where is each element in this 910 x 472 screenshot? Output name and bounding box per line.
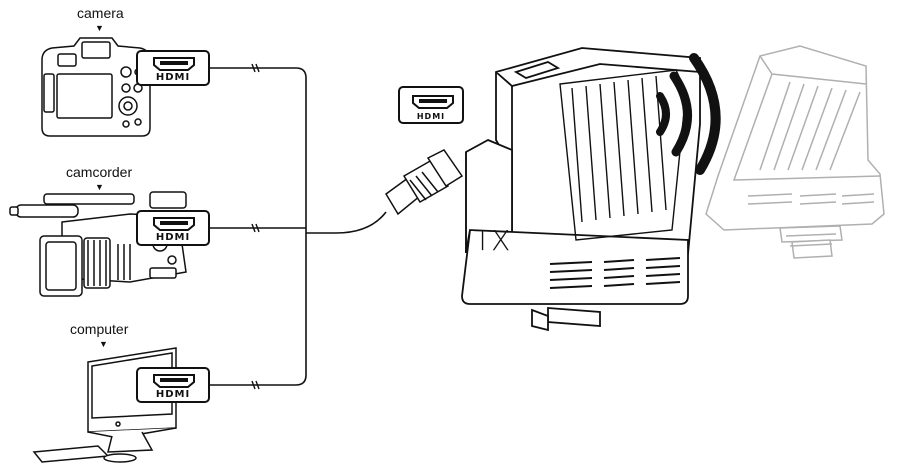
wireless-signal-icon [656,53,721,175]
main-cable [306,211,387,234]
hdmi-port-shape [153,374,195,388]
computer-label: computer [70,321,129,337]
computer-cable [210,233,307,386]
transmitter-label: TX [474,224,511,257]
camcorder-label: camcorder [66,164,133,180]
hdmi-logo-text: HDMI [155,389,191,400]
hdmi-logo-text: HDMI [155,232,191,243]
hdmi-port-shape [153,57,195,71]
hdmi-plug-icon [385,149,464,216]
camcorder-marker-icon: ▼ [95,182,104,192]
hdmi-port-icon: HDMI [136,50,210,86]
camera-icon [41,37,151,137]
hdmi-port-shape [153,217,195,231]
receiver-icon [705,45,885,259]
camcorder-icon [9,191,187,297]
camera-cable [210,67,307,233]
hdmi-logo-text: HDMI [155,72,191,83]
hdmi-port-icon: HDMI [398,86,464,124]
camera-marker-icon: ▼ [95,23,104,33]
hdmi-port-icon: HDMI [136,210,210,246]
hdmi-cable-group [210,63,387,390]
hdmi-port-icon: HDMI [136,367,210,403]
transmitter-icon [461,47,701,332]
hdmi-logo-text: HDMI [416,112,446,121]
computer-marker-icon: ▼ [99,339,108,349]
hdmi-port-shape [412,95,454,109]
camera-label: camera [77,5,124,21]
computer-icon [32,347,177,463]
